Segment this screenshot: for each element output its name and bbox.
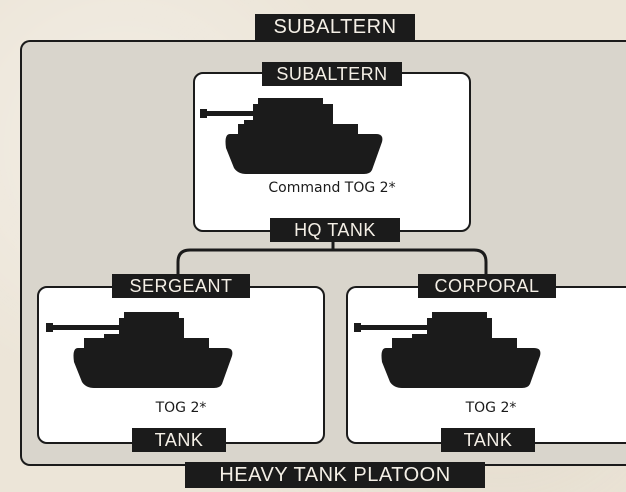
corporal-rank-tag: CORPORAL [418,274,556,298]
heavy-tank-silhouette-icon [200,98,383,174]
corporal-role-tag: TANK [441,428,535,452]
platoon-title: HEAVY TANK PLATOON [185,462,485,488]
corporal-vehicle-name: TOG 2* [465,400,517,416]
hq-role-tag: HQ TANK [270,218,400,242]
hq-vehicle-name: Command TOG 2* [268,180,396,196]
heavy-tank-silhouette-icon [354,312,541,388]
heavy-tank-silhouette-icon [46,312,233,388]
sergeant-rank-tag: SERGEANT [112,274,250,298]
sergeant-vehicle-name: TOG 2* [155,400,207,416]
sergeant-role-tag: TANK [132,428,226,452]
top-subaltern-tag: SUBALTERN [255,14,415,40]
hq-rank-tag: SUBALTERN [262,62,402,86]
